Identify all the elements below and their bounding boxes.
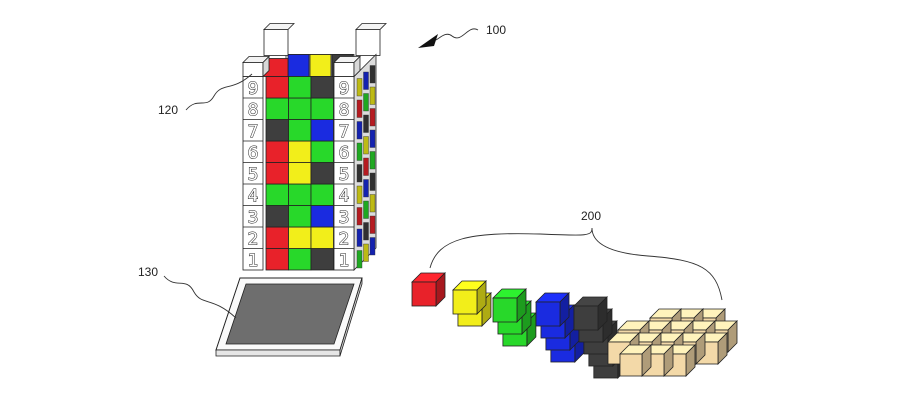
right-row-number: 8 (339, 101, 350, 121)
grid-cell-r5-c1 (265, 162, 289, 185)
left-post (242, 62, 264, 77)
piece-yellow-cube (452, 280, 487, 315)
left-row-number: 4 (248, 187, 259, 207)
grid-cell-r1-c2 (288, 248, 312, 271)
tray-front-edge (215, 349, 341, 357)
leader-120 (185, 73, 253, 111)
back-cube-1 (309, 54, 332, 77)
grid-cell-r1-c1 (265, 248, 289, 271)
piece-yellow (452, 280, 492, 327)
tan-cube (619, 344, 652, 377)
ref-label-130: 130 (138, 265, 158, 279)
grid-cell-r7-c2 (288, 119, 312, 142)
right-row-number: 3 (339, 208, 350, 228)
piece-green-cube (492, 288, 527, 323)
grid-cell-r4-c1 (265, 183, 289, 206)
piece-green (492, 288, 537, 347)
back-post-right (355, 29, 381, 56)
right-row-number: 4 (339, 187, 350, 207)
grid-cell-r9-c1 (265, 76, 289, 99)
left-row-number: 5 (248, 165, 259, 185)
grid-cell-r7-c3 (310, 119, 334, 142)
right-row-number: 7 (339, 122, 350, 142)
left-row-number: 2 (248, 230, 259, 250)
right-row-number: 2 (339, 230, 350, 250)
grid-cell-r4-c3 (310, 183, 334, 206)
grid-cell-r9-c2 (288, 76, 312, 99)
leader-100 (435, 28, 479, 41)
tray-floor (225, 283, 355, 345)
arrow-100 (418, 34, 438, 48)
left-row-number: 7 (248, 122, 259, 142)
grid-cell-r6-c3 (310, 140, 334, 163)
ref-label-200: 200 (581, 209, 601, 223)
grid-cell-r9-c3 (310, 76, 334, 99)
grid-cell-r8-c3 (310, 97, 334, 120)
right-post (333, 62, 355, 77)
grid-cell-r6-c2 (288, 140, 312, 163)
grid-cell-r8-c1 (265, 97, 289, 120)
piece-blue (535, 292, 585, 363)
grid-cell-r7-c1 (265, 119, 289, 142)
grid-cell-r2-c3 (310, 226, 334, 249)
tray-side-edge (339, 277, 363, 357)
grid-cell-r5-c3 (310, 162, 334, 185)
grid-cell-r1-c3 (310, 248, 334, 271)
grid-cell-r2-c1 (265, 226, 289, 249)
grid-cell-r3-c3 (310, 205, 334, 228)
ref-label-120: 120 (158, 103, 178, 117)
right-row-number: 9 (339, 79, 350, 99)
right-row-number: 6 (339, 144, 350, 164)
leader-lines (163, 28, 723, 319)
right-row-number: 5 (339, 165, 350, 185)
piece-red (411, 272, 446, 307)
left-row-number: 9 (248, 79, 259, 99)
tower-side-wall (353, 53, 377, 271)
grid-cell-r8-c2 (288, 97, 312, 120)
back-cube-0 (287, 54, 310, 77)
left-row-number: 1 (248, 251, 259, 271)
grid-cell-r3-c1 (265, 205, 289, 228)
tray-130 (215, 277, 363, 357)
bracket-200 (429, 227, 723, 301)
piece-red-cube (411, 272, 446, 307)
left-row-number: 6 (248, 144, 259, 164)
piece-tan-plate (607, 308, 738, 377)
ref-label-100: 100 (486, 23, 506, 37)
leader-130 (163, 275, 237, 319)
piece-blue-cube (535, 292, 570, 327)
piece-black-cube (573, 296, 608, 331)
back-post-left (263, 29, 289, 56)
pieces-200 (411, 272, 738, 379)
grid-cell-r5-c2 (288, 162, 312, 185)
grid-cell-r4-c2 (288, 183, 312, 206)
grid-cell-r6-c1 (265, 140, 289, 163)
grid-cell-r2-c2 (288, 226, 312, 249)
left-row-number: 3 (248, 208, 259, 228)
left-row-number: 8 (248, 101, 259, 121)
right-row-number: 1 (339, 251, 350, 271)
grid-cell-r3-c2 (288, 205, 312, 228)
